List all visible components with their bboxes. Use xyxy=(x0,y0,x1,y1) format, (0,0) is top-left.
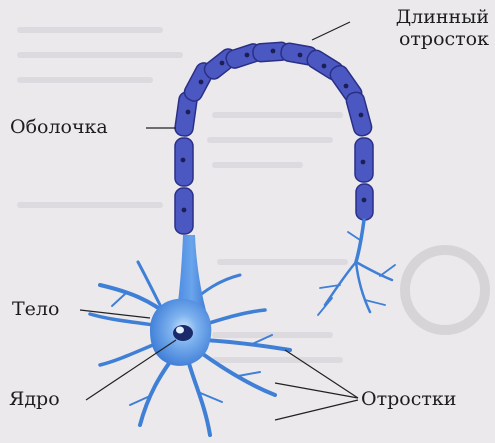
label-long-process-line2: отросток xyxy=(396,28,489,50)
background-emblem xyxy=(405,250,485,330)
nucleolus xyxy=(176,327,184,334)
label-processes: Отростки xyxy=(361,389,456,409)
label-long-process: Длинный отросток xyxy=(396,6,489,50)
label-sheath: Оболочка xyxy=(10,117,108,137)
label-nucleus: Ядро xyxy=(9,389,60,409)
label-body: Тело xyxy=(12,299,59,319)
label-long-process-line1: Длинный xyxy=(396,6,489,28)
nucleus xyxy=(173,325,193,341)
axon-terminals xyxy=(318,220,395,315)
